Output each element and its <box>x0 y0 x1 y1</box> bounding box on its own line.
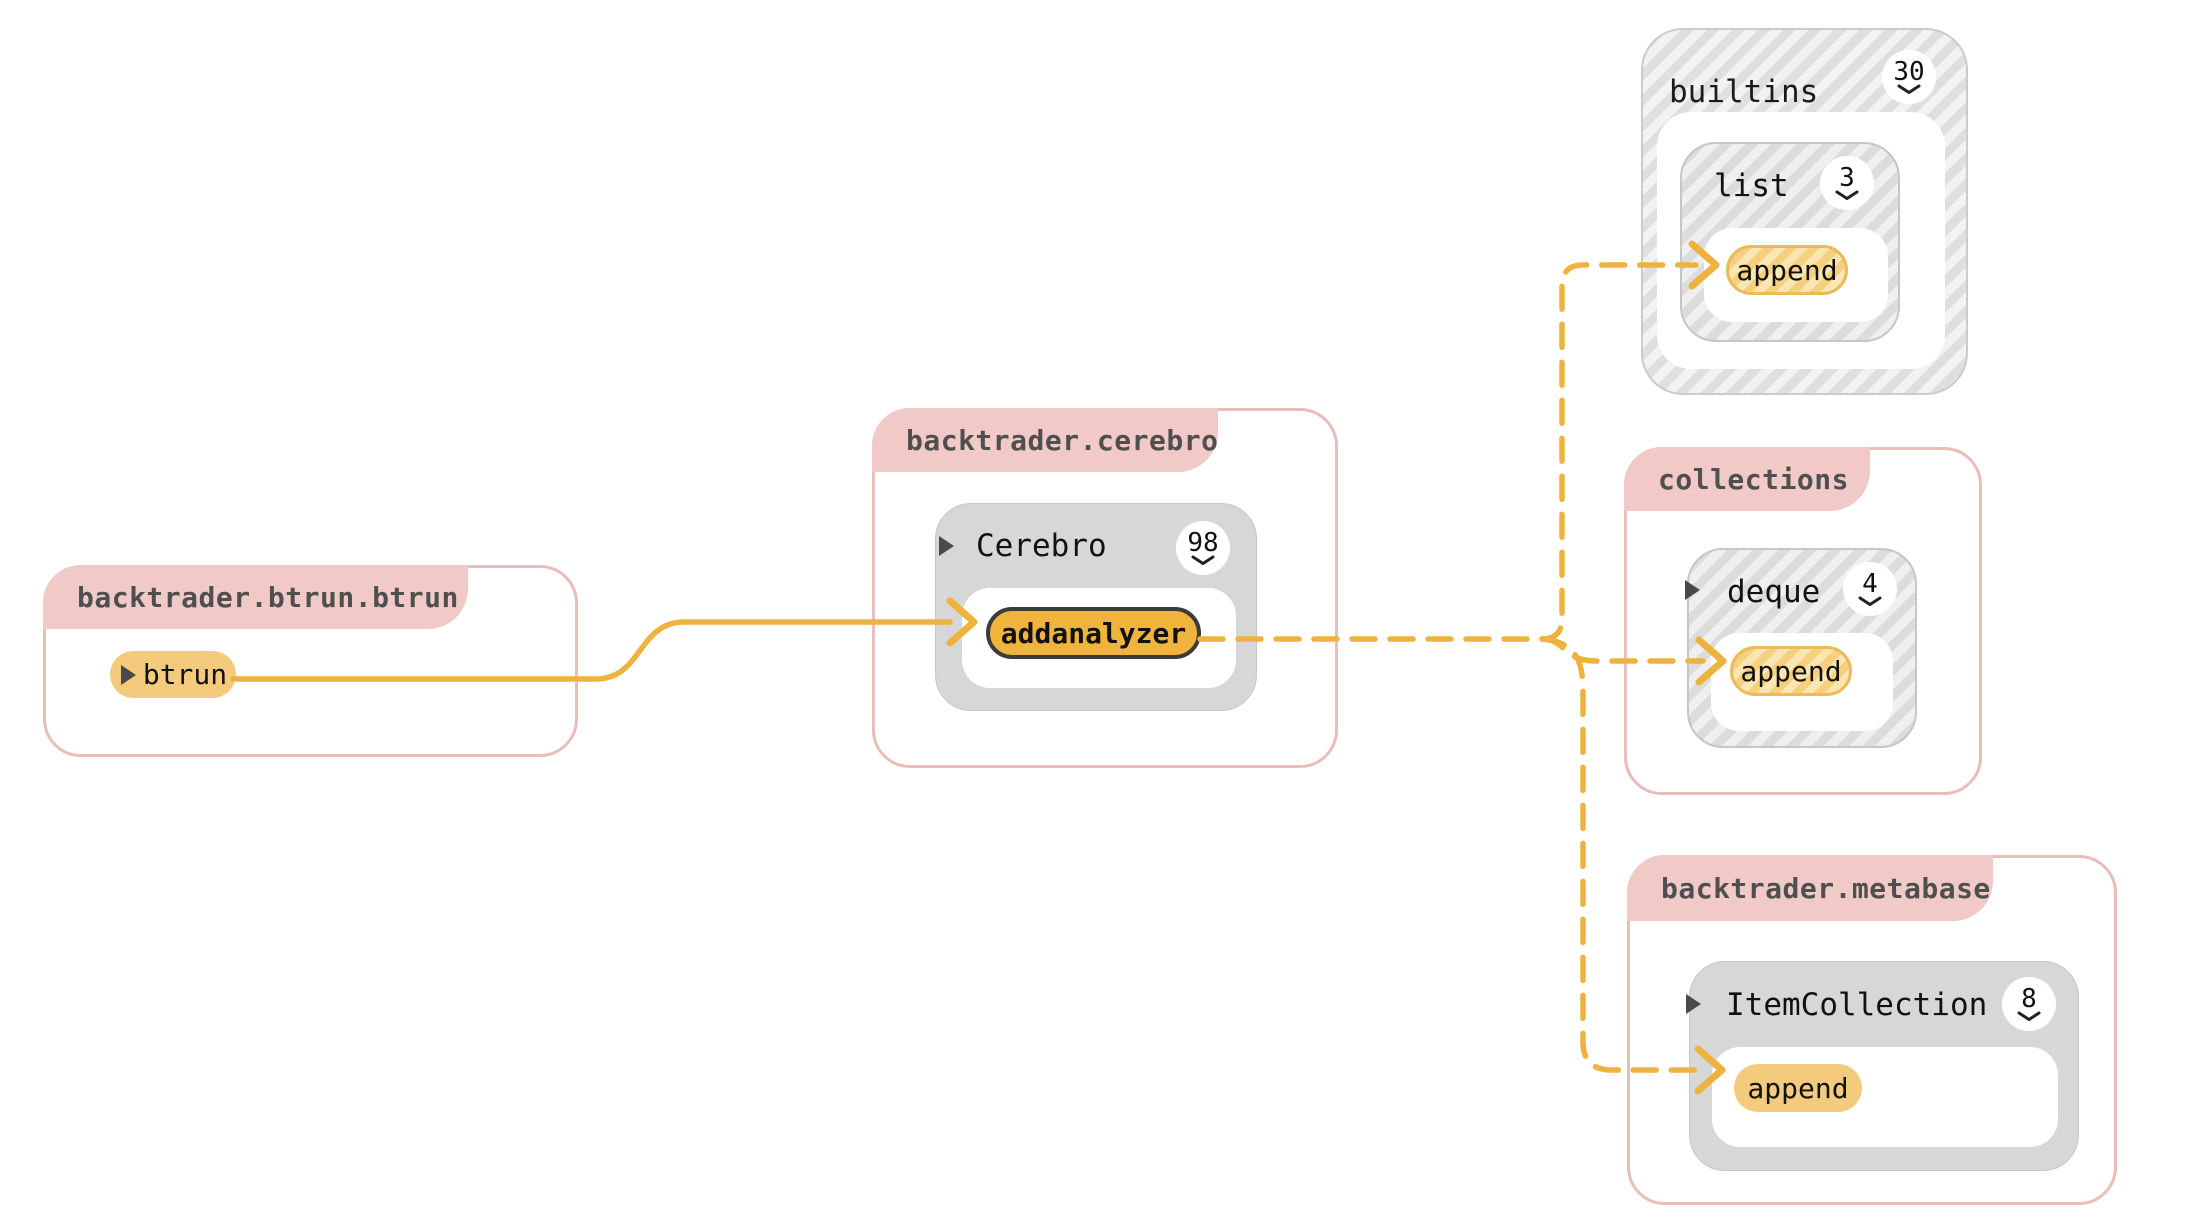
badge-deque-count[interactable]: 4 <box>1843 562 1897 616</box>
edge-btrun-to-addanalyzer[interactable] <box>230 597 978 682</box>
badge-number: 8 <box>2021 984 2037 1014</box>
module-title-btrun: backtrader.btrun.btrun <box>77 580 459 614</box>
arrowhead-icon <box>946 597 978 647</box>
module-title-cerebro: backtrader.cerebro <box>906 423 1219 457</box>
collapse-chevron-icon <box>1858 596 1882 606</box>
collapse-chevron-icon <box>1897 84 1921 94</box>
edge-line-dashed[interactable] <box>1539 262 1699 642</box>
classbody-itemcollection: append <box>1712 1047 2058 1147</box>
module-tab-cerebro[interactable]: backtrader.cerebro <box>872 408 1218 472</box>
badge-number: 3 <box>1839 163 1855 193</box>
node-label-append: append <box>1740 654 1842 688</box>
module-tab-btrun[interactable]: backtrader.btrun.btrun <box>43 565 468 629</box>
badge-itemcollection-count[interactable]: 8 <box>2002 977 2056 1031</box>
classbody-cerebro: addanalyzer <box>962 588 1236 688</box>
classnode-deque[interactable]: deque 4 append <box>1685 548 1917 748</box>
arrowhead-icon <box>1695 636 1727 686</box>
expand-triangle-icon[interactable] <box>939 536 954 556</box>
classnode-cerebro[interactable]: Cerebro 98 addanalyzer <box>935 503 1257 711</box>
module-title-collections: collections <box>1658 462 1849 496</box>
arrowhead-icon <box>1694 1045 1726 1095</box>
node-deque-append-method[interactable]: append <box>1730 646 1852 696</box>
classbody-deque: append <box>1711 633 1893 731</box>
module-builtins-content: list 3 append <box>1657 112 1945 369</box>
badge-cerebro-count[interactable]: 98 <box>1176 521 1230 575</box>
badge-number: 4 <box>1862 569 1878 599</box>
module-title-metabase: backtrader.metabase <box>1661 871 1991 905</box>
module-title-builtins: builtins <box>1669 74 1819 110</box>
collapse-chevron-icon <box>2017 1011 2041 1021</box>
node-label-append: append <box>1736 253 1838 287</box>
node-itemcollection-append-method[interactable]: append <box>1734 1064 1862 1112</box>
module-builtins: builtins 30 list 3 append <box>1641 28 1968 395</box>
edge-line-dashed[interactable] <box>1539 636 1705 1073</box>
edge-addanalyzer-to-itemcollection-append[interactable] <box>1539 636 1726 1095</box>
class-name-deque: deque <box>1727 573 1821 610</box>
classbody-list: append <box>1704 228 1888 322</box>
badge-builtins-count[interactable]: 30 <box>1882 50 1936 104</box>
badge-list-count[interactable]: 3 <box>1820 156 1874 210</box>
node-label-addanalyzer: addanalyzer <box>1000 616 1187 650</box>
edge-line-solid[interactable] <box>230 619 953 682</box>
arrowhead-icon <box>1688 240 1720 290</box>
expand-triangle-icon[interactable] <box>1685 580 1700 600</box>
expand-triangle-icon[interactable] <box>120 664 136 685</box>
class-name-itemcollection: ItemCollection <box>1726 986 1988 1023</box>
node-addanalyzer-method[interactable]: addanalyzer <box>986 607 1201 659</box>
expand-triangle-icon[interactable] <box>1686 994 1701 1014</box>
node-list-append-method[interactable]: append <box>1726 245 1848 295</box>
module-tab-collections[interactable]: collections <box>1624 447 1870 511</box>
node-btrun-function[interactable]: btrun <box>110 651 236 698</box>
edge-addanalyzer-to-list-append[interactable] <box>1539 240 1720 642</box>
module-backtrader-cerebro: backtrader.cerebro Cerebro 98 addanalyze… <box>872 408 1338 768</box>
class-name-list: list <box>1714 168 1789 204</box>
badge-number: 98 <box>1187 528 1219 558</box>
class-name-cerebro: Cerebro <box>976 528 1107 564</box>
node-label-btrun: btrun <box>142 658 228 691</box>
module-backtrader-metabase: backtrader.metabase ItemCollection 8 app… <box>1627 855 2117 1205</box>
module-collections: collections deque 4 append <box>1624 447 1982 795</box>
module-tab-metabase[interactable]: backtrader.metabase <box>1627 855 1993 921</box>
classnode-itemcollection[interactable]: ItemCollection 8 append <box>1686 961 2079 1171</box>
classnode-list[interactable]: list 3 append <box>1680 142 1900 342</box>
collapse-chevron-icon <box>1191 555 1215 565</box>
badge-number: 30 <box>1893 57 1925 87</box>
module-backtrader-btrun-btrun: backtrader.btrun.btrun btrun <box>43 565 578 757</box>
node-label-append: append <box>1747 1071 1849 1105</box>
collapse-chevron-icon <box>1835 190 1859 200</box>
